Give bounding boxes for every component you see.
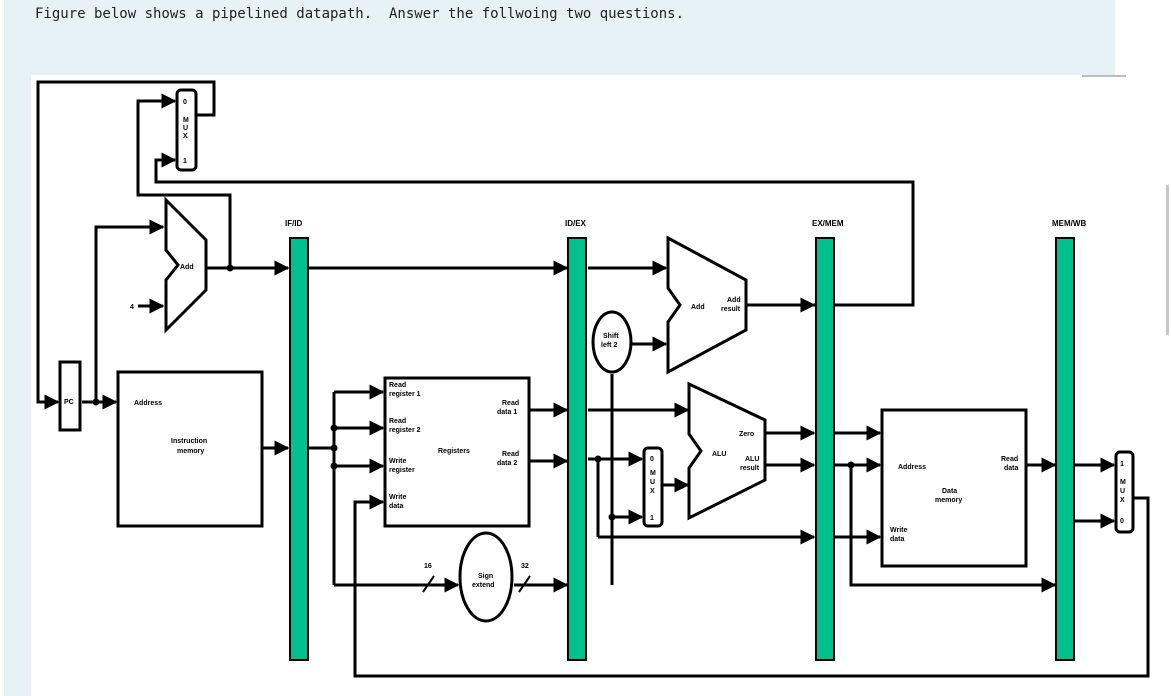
alu-mux-in0: 0 (650, 456, 654, 463)
tick-16 (422, 575, 435, 593)
dmem-line2: memory (935, 497, 962, 504)
pipeline-register-mem-wb (1055, 237, 1075, 661)
scrollbar[interactable] (1166, 185, 1169, 335)
wb-mux-in1: 1 (1120, 461, 1124, 468)
alu-mux-u: U (650, 479, 655, 486)
sign-extend-unit (458, 531, 514, 623)
pipeline-registers (289, 237, 1075, 661)
wb-mux-m: M (1120, 479, 1126, 486)
label-if-id: IF/ID (285, 219, 303, 228)
alu (687, 381, 767, 521)
signext-line1: Sign (478, 573, 493, 580)
junction-imm (608, 513, 616, 521)
rf-wd-l2: data (389, 503, 404, 510)
data-memory (880, 408, 1028, 568)
wire-pc-to-add (94, 219, 165, 402)
left-margin (4, 75, 31, 696)
shift-line2: left 2 (601, 342, 617, 349)
register-file (383, 376, 531, 528)
top-mux-x: X (183, 133, 188, 140)
pc-register (58, 360, 82, 432)
alu-label: ALU (712, 451, 726, 458)
pipeline-register-id-ex (567, 237, 587, 661)
signext-out-bits: 32 (521, 563, 529, 570)
alu-result-l2: result (740, 465, 760, 472)
rf-rr1-l2: register 1 (389, 391, 421, 398)
tick-32 (518, 575, 531, 593)
dmem-read-l1: Read (1001, 456, 1018, 463)
signext-line2: extend (472, 582, 495, 589)
dmem-write-l2: data (890, 536, 905, 543)
shift-left-2-unit (591, 310, 633, 374)
alu-result-l1: ALU (745, 456, 759, 463)
top-mux-u: U (183, 125, 188, 132)
junction-rd2 (594, 455, 602, 463)
junction-add-out (226, 264, 234, 272)
question-text: Figure below shows a pipelined datapath.… (35, 6, 685, 22)
top-mux-in1: 1 (183, 158, 187, 165)
pc-adder (164, 196, 208, 334)
rf-rd2-l2: data 2 (497, 460, 517, 467)
alu-mux-x: X (650, 488, 655, 495)
const-four-label: 4 (130, 304, 134, 311)
branch-adder (666, 235, 748, 375)
rf-rd1-l2: data 1 (497, 409, 517, 416)
imem-address: Address (134, 400, 162, 407)
dmem-write-l1: Write (890, 527, 907, 534)
imem-line1: Instruction (171, 438, 207, 445)
label-ex-mem: EX/MEM (812, 219, 844, 228)
rf-rr2-l1: Read (389, 418, 406, 425)
junction-instr-wr (330, 462, 338, 470)
pc-label: PC (64, 399, 74, 406)
branch-result-l2: result (721, 306, 741, 313)
alu-mux-m: M (650, 470, 656, 477)
label-id-ex: ID/EX (565, 219, 587, 228)
instruction-memory (116, 370, 264, 528)
junction-pc-out (92, 398, 100, 406)
rf-rd2-l1: Read (502, 451, 519, 458)
top-mux-in0: 0 (183, 99, 187, 106)
wire-branch-to-mux1 (154, 152, 915, 307)
junction-aluout (847, 461, 855, 469)
pc-adder-label: Add (180, 264, 194, 271)
rf-rd1-l1: Read (502, 400, 519, 407)
junction-instr-bus (330, 444, 338, 452)
top-mux (175, 88, 198, 172)
label-mem-wb: MEM/WB (1052, 219, 1086, 228)
question-panel: Figure below shows a pipelined datapath.… (4, 0, 1115, 75)
rf-wr-l2: register (389, 467, 415, 474)
rf-rr1-l1: Read (389, 382, 406, 389)
wb-mux-x: X (1120, 497, 1125, 504)
shift-line1: Shift (603, 333, 619, 340)
image-edge-rule (1082, 75, 1126, 77)
alu-mux-in1: 1 (650, 515, 654, 522)
junction-instr-rr2 (330, 424, 338, 432)
wire-writeback-loop (353, 494, 1150, 678)
dmem-read-l2: data (1004, 465, 1019, 472)
top-mux-m: M (183, 117, 189, 124)
wire-add-to-mux0 (136, 93, 232, 268)
wire-address-bypass (849, 465, 1057, 593)
dmem-address: Address (898, 464, 926, 471)
pipeline-register-if-id (289, 237, 309, 661)
wb-mux-in0: 0 (1120, 518, 1124, 525)
alu-zero: Zero (739, 431, 754, 438)
branch-add-label: Add (691, 304, 705, 311)
wire-mux-to-pc (36, 80, 216, 410)
wb-mux (1114, 450, 1135, 534)
signext-in-bits: 16 (424, 563, 432, 570)
imem-line2: memory (177, 448, 204, 455)
rf-wd-l1: Write (389, 494, 406, 501)
branch-result-l1: Add (727, 297, 741, 304)
wb-mux-u: U (1120, 488, 1125, 495)
alu-mux (642, 446, 664, 528)
dmem-line1: Data (942, 488, 957, 495)
pipeline-register-ex-mem (815, 237, 835, 661)
rf-title: Registers (438, 448, 470, 455)
rf-wr-l1: Write (389, 458, 406, 465)
rf-rr2-l2: register 2 (389, 427, 421, 434)
